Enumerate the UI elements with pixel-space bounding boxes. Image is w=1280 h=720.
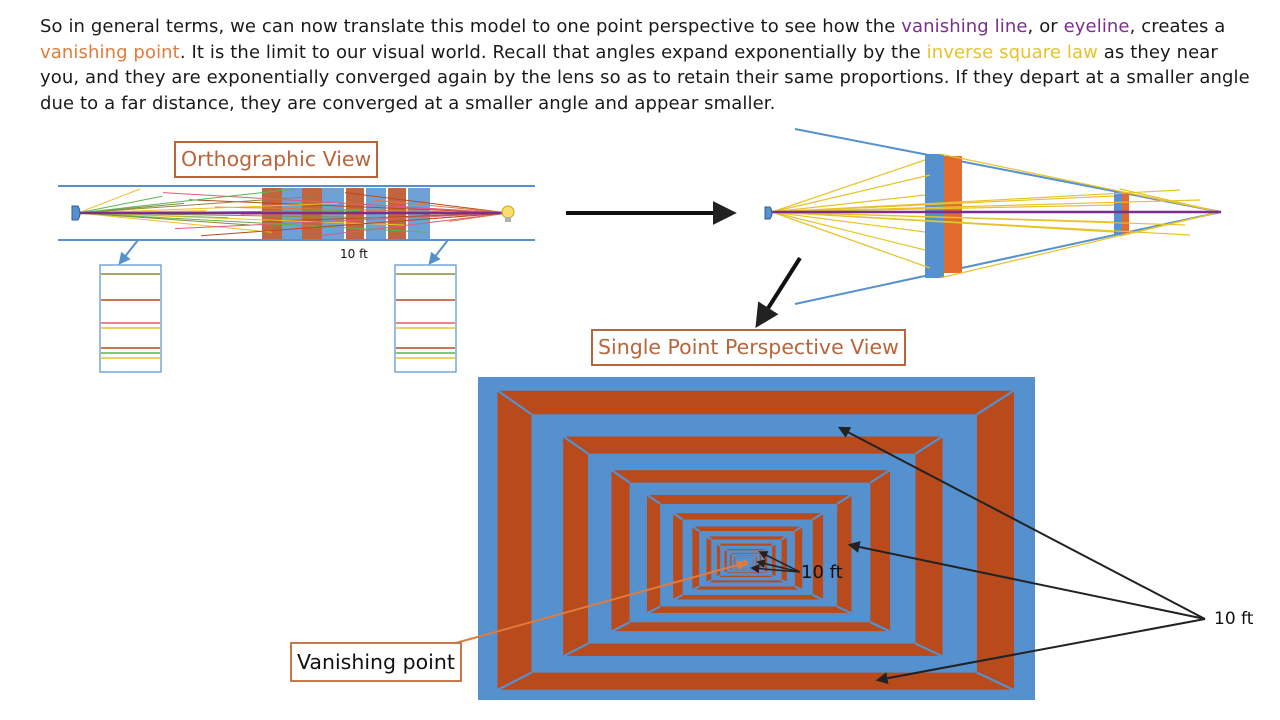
perspective-ray [1119,211,1221,237]
ortho-ray [77,212,427,233]
small-arrow-2 [756,559,801,573]
eye-icon [71,205,81,221]
ortho-ray [77,202,339,214]
vanishing-point-arrow [451,560,747,645]
tunnel-corner-line [645,493,661,505]
vanishing-point-term: vanishing point [40,41,180,63]
perspective-ray [771,211,931,269]
eyeline-term: eyeline [1063,16,1130,37]
perspective-ray [939,153,1221,213]
tunnel-corner-line [610,621,631,633]
perspective-ray [771,211,1191,236]
persp-upper-edge [794,128,1222,213]
orthographic-diagram [58,185,535,373]
small-arrow-3 [750,564,801,574]
perspective-side-diagram [764,128,1222,305]
tunnel-frame-outline [723,547,769,575]
ortho-ray [174,212,509,230]
perspective-ray [771,159,926,213]
perspective-light-rays [771,153,1221,279]
tunnel-frame-outline [495,389,1016,692]
tunnel-corner-line [812,511,825,521]
tunnel-corner-line [869,468,892,484]
tunnel-frame-outline [671,511,825,601]
perspective-ray [771,211,1186,226]
ortho-ray [77,188,141,214]
ten-ft-arrow-top [837,426,1206,620]
ortho-ray [77,195,163,214]
intro-paragraph: So in general terms, we can now translat… [40,16,1250,114]
light-bulb-icon [501,205,515,222]
inverse-square-law-term: inverse square law [926,41,1098,63]
tunnel-corner-line [976,389,1016,416]
tunnel-corner-line [915,642,944,658]
tunnel-corner-line [812,594,825,602]
perspective-ray [1119,188,1221,213]
ten-ft-arrows [750,426,1206,685]
ortho-ray [370,199,509,214]
ortho-left-arrow [118,239,139,265]
center-distance-label: 10 ft [801,562,843,583]
ortho-ray [344,192,509,214]
tunnel-corner-line [690,524,700,532]
ortho-right-arrow [428,239,449,265]
ortho-distance-label: 10 ft [340,247,368,261]
tunnel-frame-outline [645,493,853,615]
persp-near-panel-blue [925,154,944,278]
tunnel-corner-line [914,434,944,455]
ortho-ray [188,199,509,214]
tunnel-corner-line [976,671,1016,692]
tunnel-corner-line [869,621,892,633]
vanishing-line-term: vanishing line [901,16,1028,37]
persp-near-panel-orange [944,156,962,273]
small-arrow-1 [758,551,801,573]
tunnel-corner-line [561,434,589,455]
persp-lower-edge [794,211,1222,305]
tunnel-corner-line [645,605,661,615]
ortho-ray [77,195,317,214]
perspective-ray [771,189,1181,213]
vanishing-point-dot [742,560,748,566]
ortho-ray [200,212,509,237]
ortho-ray [448,212,509,222]
single-point-perspective-label: Single Point Perspective View [591,329,906,366]
tunnel-corner-line [836,605,853,615]
tunnel-corner-line [496,671,532,692]
tunnel-frame-outline [609,468,892,633]
perspective-ray [771,194,926,213]
tunnel-corner-line [671,594,684,602]
ortho-ray [318,212,509,237]
perspective-tunnel [495,389,1016,692]
ten-ft-arrow-bottom [875,618,1206,685]
ortho-right-detail [394,264,457,373]
ortho-ray [77,212,273,233]
ten-ft-arrow-mid [847,541,1206,620]
perspective-ray [771,199,1201,213]
perspective-ray [771,211,926,233]
tunnel-corner-line [561,642,589,658]
perspective-ray [771,211,926,251]
right-distance-label: 10 ft [1214,609,1254,629]
ortho-ray [77,212,405,226]
vanishing-point-label: Vanishing point [290,642,462,682]
tunnel-corner-line [794,524,804,532]
ortho-ray [77,188,295,214]
tunnel-corner-line [836,493,853,505]
tunnel-corner-line [496,389,533,416]
persp-eye-icon [764,206,773,220]
tunnel-frame-outline [690,525,804,592]
tunnel-frame-outline [705,534,789,584]
tunnel-corner-line [671,511,684,521]
orthographic-view-label: Orthographic View [174,141,379,178]
down-arrow [755,256,802,329]
tunnel-corner-line [610,468,631,484]
single-point-perspective [478,377,1035,700]
ortho-left-detail [99,264,162,373]
perspective-ray [771,174,931,213]
tunnel-frame-outline [561,435,945,658]
